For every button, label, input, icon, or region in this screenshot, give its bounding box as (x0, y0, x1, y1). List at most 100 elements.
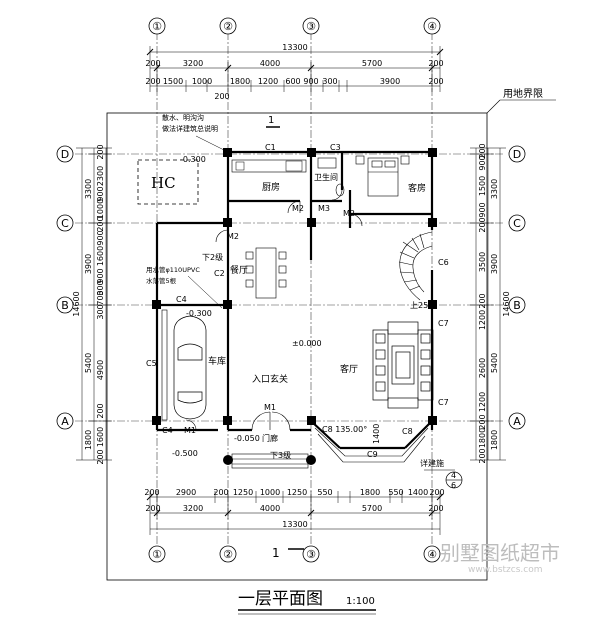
dim-right-r1-1: 3900 (490, 254, 499, 274)
drawing-title: 一层平面图 (238, 589, 323, 609)
dim-left-r1-0: 3300 (84, 179, 93, 199)
room-label-bath: 卫生间 (314, 172, 338, 182)
watermark-url: www.bstzcs.com (468, 565, 543, 575)
structural-columns (152, 148, 437, 465)
level-outside: -0.500 (172, 449, 198, 458)
dim-top-r1-4: 200 (428, 59, 443, 68)
dim-top-r1-1: 3200 (183, 59, 203, 68)
detail-num: 4 (451, 471, 456, 480)
room-label-garage: 车库 (208, 355, 226, 367)
column-label-c6: C6 (438, 258, 449, 267)
dim-bottom-r2-10: 200 (429, 488, 444, 497)
stair-icon (398, 231, 433, 301)
dim-left-r2-7: 900 (96, 268, 105, 283)
axis-label-1-top: ① (152, 20, 162, 33)
dim-right-r2-9: 1200 (478, 392, 487, 412)
car-icon (173, 315, 207, 420)
dim-bottom-r2-3: 1250 (233, 488, 253, 497)
room-label-entry: 入口玄关 (252, 373, 288, 385)
dim-top-r1-2: 4000 (260, 59, 280, 68)
dim-left-r2-11: 4900 (96, 360, 105, 380)
detail-sheet: 6 (451, 481, 456, 490)
dim-top-total: 13300 (282, 43, 307, 52)
dim-top-extra: 200 (214, 92, 229, 101)
dim-bottom-total: 13300 (282, 520, 307, 529)
dim-top-r1-0: 200 (145, 59, 160, 68)
room-label-hc: HC (151, 174, 176, 192)
dim-bottom-r1-3: 5700 (362, 504, 382, 513)
dim-right-r2-5: 3500 (478, 252, 487, 272)
axis-label-d-left: D (61, 148, 69, 161)
kitchen-counter (231, 159, 307, 173)
guest-bed-icon (355, 155, 410, 197)
column-label-c1: C1 (265, 143, 276, 152)
dim-right-r2-0: 200 (478, 143, 487, 158)
dim-left-r1-1: 3900 (84, 254, 93, 274)
dim-left-total: 14600 (72, 291, 81, 316)
dim-left-r2-14: 200 (96, 449, 105, 464)
property-line-label: 用地界限 (503, 87, 543, 100)
dim-bottom-r1-1: 3200 (183, 504, 203, 513)
drawing-scale: 1:100 (346, 596, 375, 607)
dim-right-r2-3: 900 (478, 202, 487, 217)
dim-right-r2-11: 1800 (478, 428, 487, 448)
dim-left-r2-0: 200 (96, 144, 105, 159)
dim-left-r2-3: 1000 (96, 199, 105, 219)
door-label-m2-kitchen: M2 (292, 204, 304, 213)
dim-top-r2-2: 1000 (192, 77, 212, 86)
door-label-m3: M3 (318, 204, 330, 213)
axis-bubbles (56, 17, 526, 563)
dim-top-r1-3: 5700 (362, 59, 382, 68)
dim-left-r2-9: 700 (96, 290, 105, 305)
dining-table-icon (245, 247, 287, 299)
note-porch-label: 门廊 (262, 433, 278, 443)
note-top-2: 做法详建筑总说明 (162, 124, 218, 133)
note-stair-down: 下2级 (202, 252, 223, 262)
dimension-ticks (146, 48, 444, 517)
axis-label-d-right: D (513, 148, 521, 161)
dim-right-r1-0: 3300 (490, 179, 499, 199)
column-label-c7-top: C7 (438, 319, 449, 328)
dim-left-r1-3: 1800 (84, 430, 93, 450)
axis-label-2-top: ② (223, 20, 233, 33)
dim-top-r2-3: 1800 (230, 77, 250, 86)
door-label-m1-garage: M1 (184, 426, 196, 435)
level-garage: -0.300 (186, 309, 212, 318)
dim-bottom-r1-2: 4000 (260, 504, 280, 513)
dim-right-r2-1: 900 (478, 155, 487, 170)
watermark-text: 别墅图纸超市 (440, 541, 560, 565)
column-label-c4-top: C4 (176, 295, 187, 304)
note-stair-up: 上25 (410, 301, 428, 310)
dim-left-r1-2: 5400 (84, 353, 93, 373)
property-boundary (106, 112, 488, 581)
note-bay-dim: 1400 (372, 424, 381, 444)
axis-grid (75, 32, 505, 548)
garage-door-frame (161, 309, 168, 421)
dim-top-r2-4: 1200 (258, 77, 278, 86)
dim-left-r2-13: 1600 (96, 427, 105, 447)
axis-label-3-bottom: ③ (306, 548, 316, 561)
porch-steps (231, 453, 309, 469)
column-label-c2: C2 (214, 269, 225, 278)
note-steps-3: 下3级 (270, 450, 291, 460)
dim-left-r2-4: 200 (96, 216, 105, 231)
dim-right-r2-10: 200 (478, 414, 487, 429)
level-porch: -0.050 (234, 434, 260, 443)
dim-bottom-r2-1: 2900 (176, 488, 196, 497)
dim-bottom-r2-4: 1000 (260, 488, 280, 497)
dim-bottom-r1-4: 200 (428, 504, 443, 513)
dim-top-r2-1: 1500 (163, 77, 183, 86)
column-label-c5: C5 (146, 359, 157, 368)
bay-steps (314, 427, 429, 463)
note-drain-1: 用水管φ110UPVC (146, 265, 200, 274)
dim-right-r1-3: 1800 (490, 430, 499, 450)
dim-right-r2-4: 200 (478, 217, 487, 232)
level-main: ±0.000 (292, 339, 322, 348)
room-label-guest: 客房 (408, 182, 426, 194)
room-label-kitchen: 厨房 (262, 181, 280, 193)
axis-label-a-right: A (513, 415, 521, 428)
axis-label-4-top: ④ (427, 20, 437, 33)
walls (155, 150, 434, 450)
door-label-m2-dining: M2 (227, 232, 239, 241)
